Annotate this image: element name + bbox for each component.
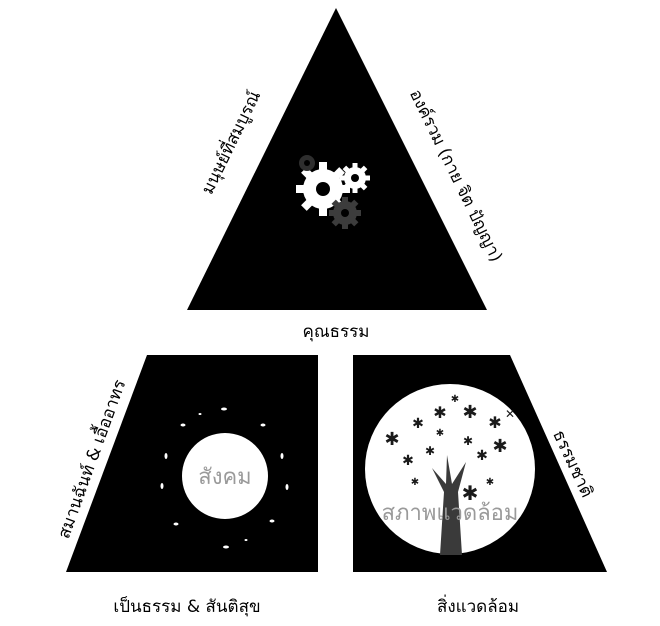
svg-text:✱: ✱ — [411, 477, 419, 488]
svg-text:✕: ✕ — [505, 407, 515, 421]
society-circle-label: สังคม — [198, 465, 251, 490]
svg-text:✱: ✱ — [402, 453, 414, 469]
svg-text:✱: ✱ — [433, 403, 446, 422]
svg-text:✱: ✱ — [486, 477, 494, 488]
svg-text:✱: ✱ — [451, 394, 459, 405]
left-panel-group: สังคม สมานฉันท์ & เอื้ออาทร เป็นธรรม & ส… — [51, 355, 318, 617]
right-panel-bottom-label: สิ่งแวดล้อม — [437, 594, 519, 617]
top-triangle-group: มนุษย์ที่สมบูรณ์ องค์รวม (กาย จิต ปัญญา)… — [187, 8, 506, 342]
svg-text:✱: ✱ — [436, 428, 444, 439]
svg-text:✱: ✱ — [463, 434, 473, 448]
triangle-bottom-label: คุณธรรม — [303, 322, 370, 342]
svg-text:✱: ✱ — [476, 448, 488, 464]
svg-text:✱: ✱ — [425, 444, 435, 458]
right-panel-group: ✱ ✱ ✱ ✱ ✱ ✱ ✱ ✱ ✱ ✱ ✱ ✱ ✱ ✱ ✱ ✕ สภาพแวดล… — [353, 355, 607, 617]
svg-text:✱: ✱ — [488, 413, 501, 432]
svg-text:✱: ✱ — [384, 429, 399, 450]
left-panel-bottom-label: เป็นธรรม & สันติสุข — [113, 595, 260, 617]
environment-circle-label: สภาพแวดล้อม — [382, 501, 519, 526]
svg-text:✱: ✱ — [492, 436, 507, 457]
svg-text:✱: ✱ — [412, 416, 424, 432]
svg-text:✱: ✱ — [462, 402, 477, 423]
